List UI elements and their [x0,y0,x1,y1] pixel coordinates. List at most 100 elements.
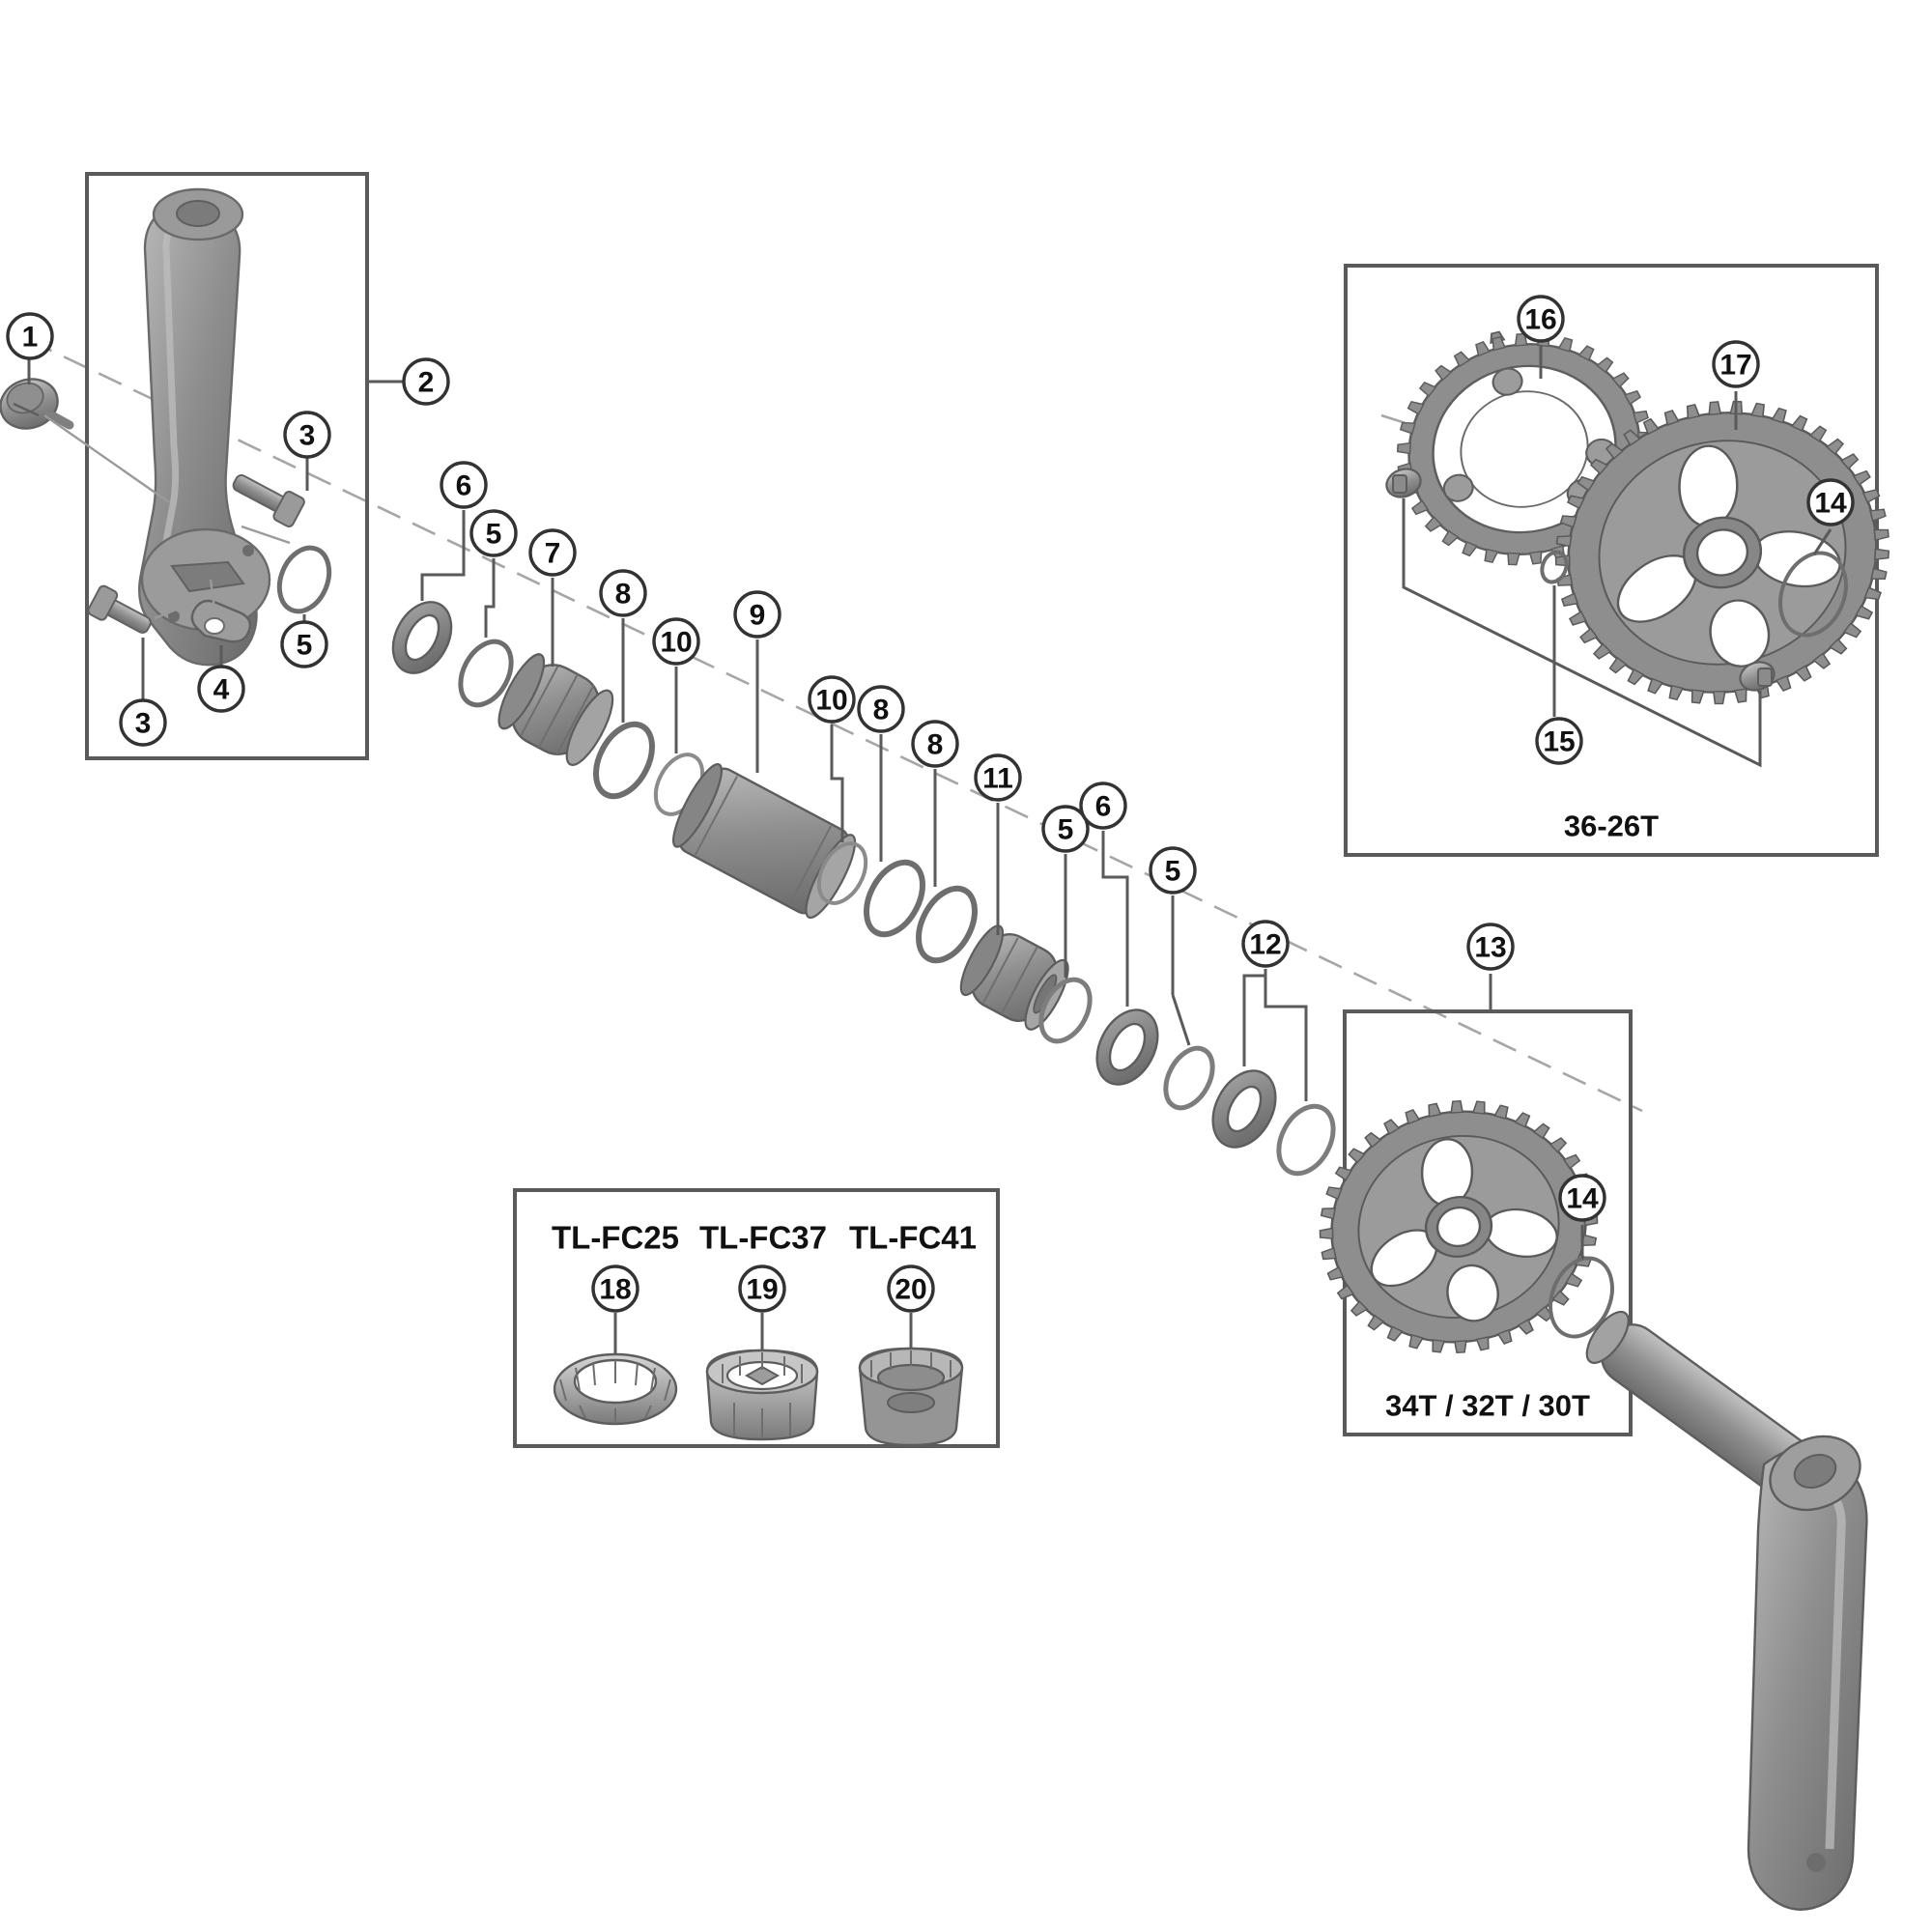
part-5-o-ring-axle-right-2 [1163,895,1215,1111]
callout-number: 8 [615,579,632,611]
callout-3[interactable]: 3 [119,698,167,747]
callout-number: 1 [22,322,39,354]
callout-13[interactable]: 13 [1466,923,1515,971]
callout-4[interactable]: 4 [197,665,245,713]
callout-bubble [887,1264,935,1313]
callout-15[interactable]: 15 [1535,717,1583,765]
callout-16[interactable]: 16 [1517,295,1565,343]
callout-bubble [1466,923,1515,971]
callout-number: 3 [299,420,316,452]
callout-number: 2 [418,367,435,399]
part-13-chainring [1319,1099,1599,1354]
part-7-bearing-cup [497,578,614,766]
chainring-36-26t-box [1344,264,1879,857]
callout-number: 11 [982,763,1013,795]
callout-number: 20 [895,1274,926,1306]
callout-number: 14 [1814,488,1847,520]
callout-number: 8 [873,695,890,726]
callout-11[interactable]: 11 [974,753,1022,802]
callout-8[interactable]: 8 [911,720,959,768]
callout-bubble [733,590,781,639]
callout-10[interactable]: 10 [652,617,700,666]
callout-1[interactable]: 1 [6,312,54,360]
callout-number: 17 [1719,350,1751,382]
callout-bubble [652,617,700,666]
part-3-fixing-bolts [87,456,309,701]
part-8-seal-ring-3 [916,769,978,964]
callout-number: 6 [456,470,472,502]
callout-8[interactable]: 8 [857,685,905,733]
callout-bubble [1241,920,1290,968]
callout-14[interactable]: 14 [1558,1174,1606,1222]
part-6-washer-right [1095,831,1159,1086]
callout-number: 19 [746,1274,778,1306]
callout-number: 10 [660,627,692,659]
part-5-o-ring-axle-right [1038,854,1093,1044]
callout-5[interactable]: 5 [1149,846,1197,895]
callout-bubble [280,620,328,668]
part-9-bottom-bracket-shell [672,639,857,920]
callout-20[interactable]: 20 [887,1264,935,1313]
part-8-seal-ring-2 [864,734,925,938]
callout-bubble [119,698,167,747]
left-crank-arm [138,187,271,667]
callout-number: 5 [1165,856,1181,888]
callout-bubble [911,720,959,768]
callout-bubble [1535,717,1583,765]
callout-17[interactable]: 17 [1712,340,1760,388]
callout-6[interactable]: 6 [440,461,488,509]
callout-number: 12 [1249,929,1281,961]
part-17-outer-chainring [1554,400,1890,705]
callout-8[interactable]: 8 [599,569,647,617]
tool-name-label: TL-FC37 [699,1220,827,1256]
part-14-o-ring-34-32-30t [1548,1225,1614,1339]
callout-12[interactable]: 12 [1241,920,1290,968]
callout-number: 14 [1566,1183,1599,1215]
callout-5[interactable]: 5 [1041,805,1090,853]
part-15-chainring-bolts [1385,468,1776,768]
callout-bubble [440,461,488,509]
part-1-crank-cap [0,355,170,503]
callout-10[interactable]: 10 [808,675,856,724]
callout-bubble [1517,295,1565,343]
tool-name-label: TL-FC41 [849,1220,977,1256]
callout-6[interactable]: 6 [1079,781,1127,830]
callout-number: 8 [927,729,944,761]
callout-bubble [1149,846,1197,895]
box-label: 36-26T [1564,810,1659,843]
callout-number: 15 [1543,726,1575,758]
tool-name-label: TL-FC25 [552,1220,679,1256]
callout-bubble [1558,1174,1606,1222]
callout-18[interactable]: 18 [591,1264,639,1313]
callout-bubble [1041,805,1090,853]
callout-bubble [738,1264,786,1313]
part-12-lock-ring [1211,969,1336,1177]
callout-number: 18 [599,1274,631,1306]
callout-bubble [283,411,331,459]
part-4-retaining-clip [190,579,252,668]
tools-box [513,1188,1000,1448]
callout-14[interactable]: 14 [1806,478,1855,526]
callout-bubble [6,312,54,360]
callout-5[interactable]: 5 [280,620,328,668]
callout-bubble [197,665,245,713]
part-10-ring-2 [816,724,868,905]
callout-9[interactable]: 9 [733,590,781,639]
callout-number: 9 [750,600,766,632]
callout-5[interactable]: 5 [469,509,518,557]
callout-bubble [591,1264,639,1313]
callout-bubble [1806,478,1855,526]
callout-bubble [808,675,856,724]
callout-7[interactable]: 7 [528,528,577,577]
callout-bubble [857,685,905,733]
callout-2[interactable]: 2 [402,357,450,406]
callout-number: 5 [486,519,502,551]
part-6-washer-left [391,510,466,674]
callout-number: 6 [1095,791,1112,823]
right-crank-arm [1585,1310,1868,1911]
callout-3[interactable]: 3 [283,411,331,459]
callout-bubble [599,569,647,617]
callout-19[interactable]: 19 [738,1264,786,1313]
